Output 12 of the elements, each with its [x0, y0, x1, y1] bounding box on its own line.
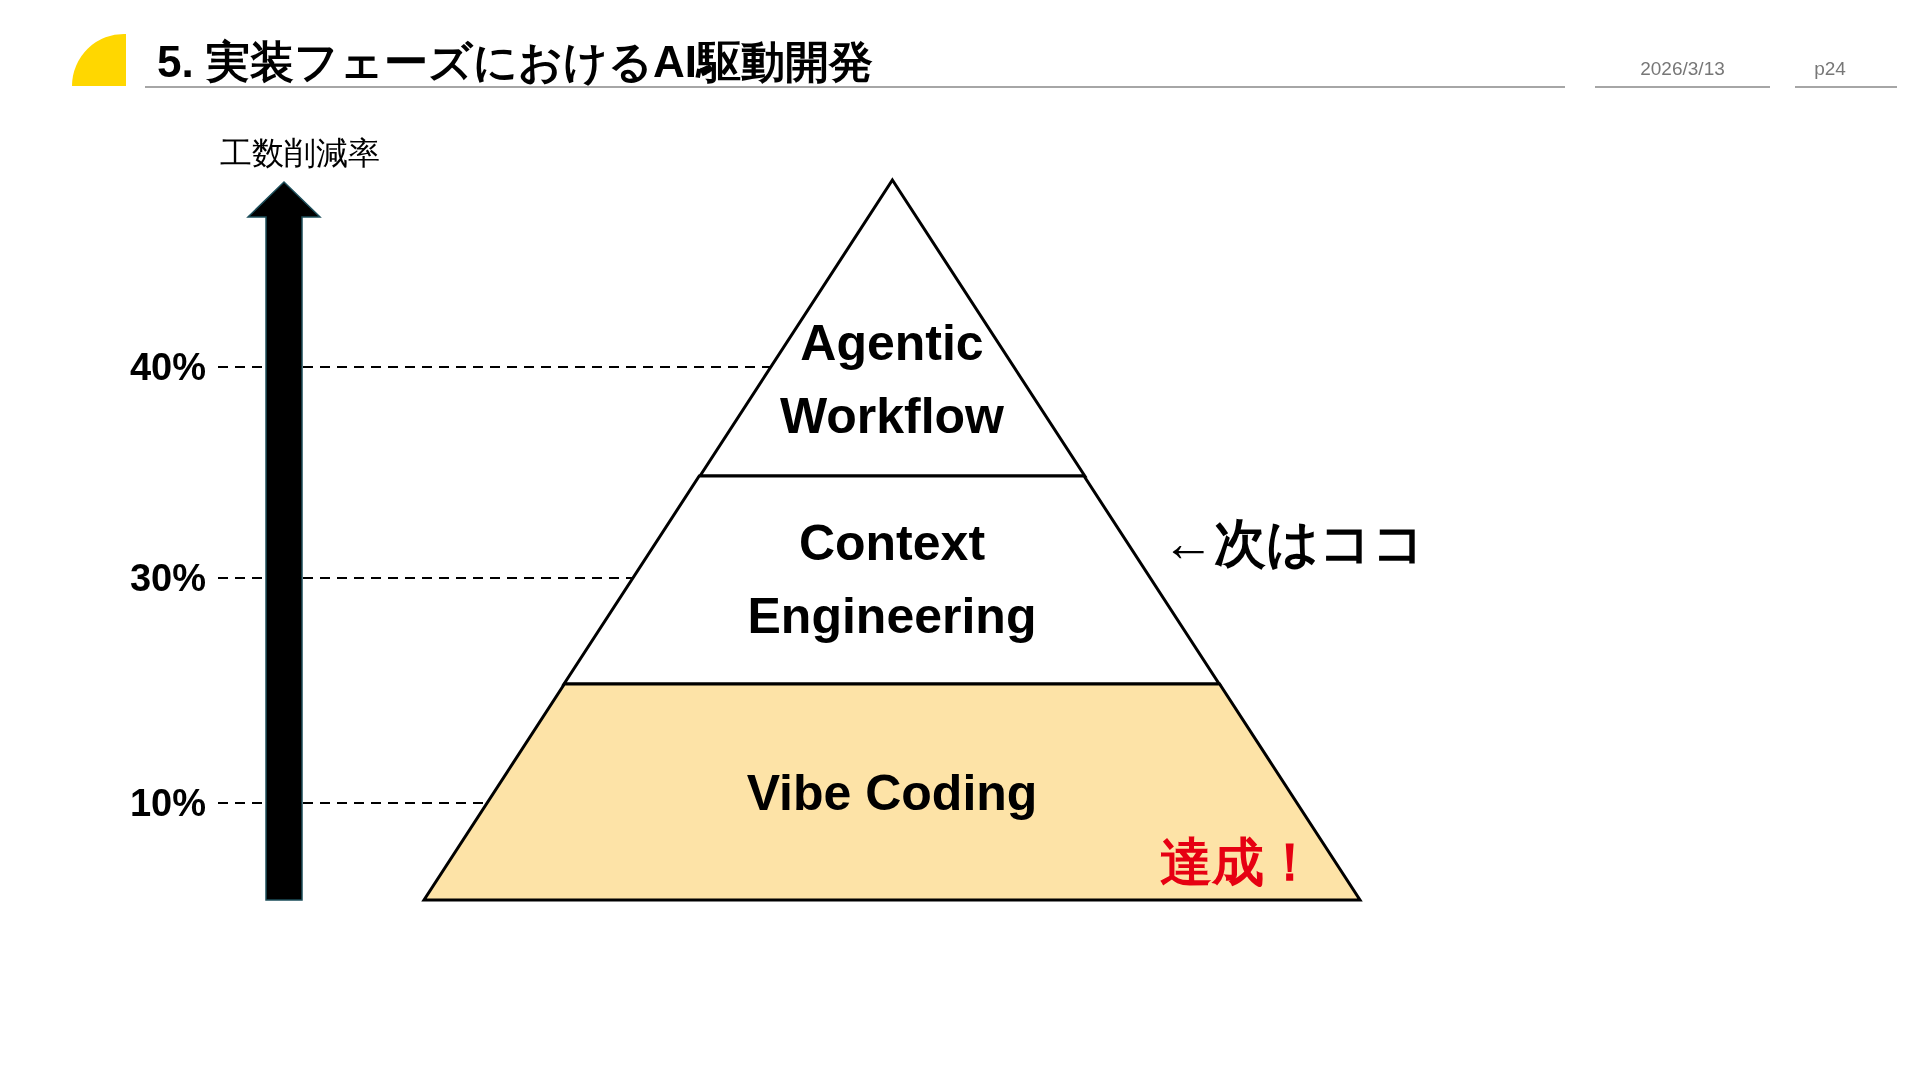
- page-number: p24: [1813, 58, 1847, 80]
- percent-label: 40%: [100, 345, 206, 389]
- percent-label: 10%: [100, 781, 206, 825]
- date-label: 2026/3/13: [1639, 58, 1726, 80]
- tier-label: Vibe Coding: [745, 764, 1039, 823]
- tier-label: Agentic Workflow: [778, 314, 1005, 446]
- percent-label: 30%: [100, 556, 206, 600]
- slide-title: 5. 実装フェーズにおけるAI駆動開発: [157, 36, 873, 88]
- tier-label: Context Engineering: [746, 514, 1038, 646]
- achievement-label: 達成！: [1160, 832, 1316, 893]
- axis-label: 工数削減率: [219, 134, 381, 173]
- callout-text: ←次はココ: [1162, 513, 1425, 574]
